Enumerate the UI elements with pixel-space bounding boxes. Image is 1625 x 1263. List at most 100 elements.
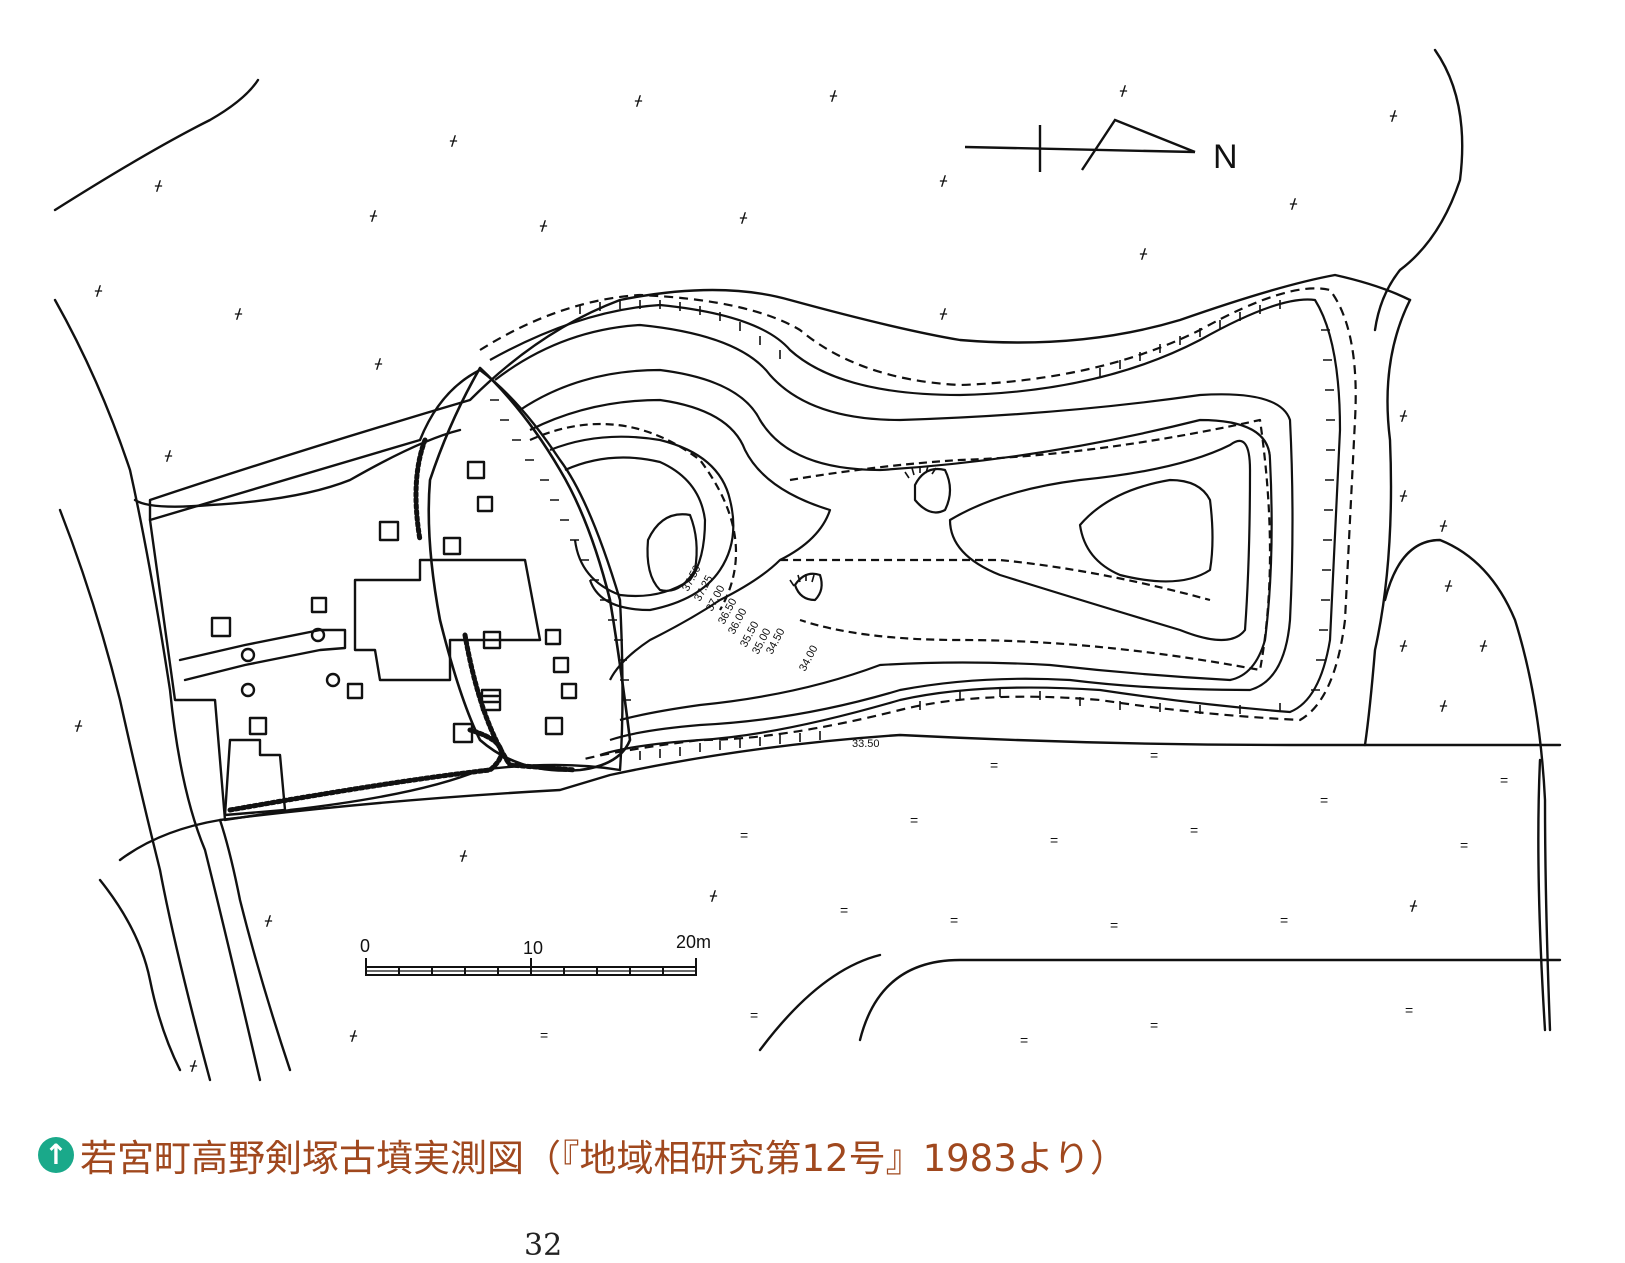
lantern-5	[310, 596, 328, 614]
field-boundary-south	[218, 733, 1562, 822]
svg-text:ᚋ: ᚋ	[349, 1027, 358, 1043]
svg-text:ᚋ: ᚋ	[939, 305, 948, 321]
svg-text:ᚋ: ᚋ	[1389, 107, 1398, 123]
shrine-main-hall	[353, 558, 542, 682]
contour-outer-hachured	[489, 298, 1342, 757]
terrain-line-northwest	[53, 78, 260, 212]
contour-label: 34.00	[797, 643, 821, 673]
svg-text:ᚋ: ᚋ	[374, 355, 383, 371]
svg-text:=: =	[1405, 1002, 1413, 1018]
stone-wall-mound	[462, 632, 578, 773]
svg-text:=: =	[840, 902, 848, 918]
svg-text:ᚋ: ᚋ	[1479, 637, 1488, 653]
svg-text:=: =	[950, 912, 958, 928]
contour-outer-dashed	[479, 287, 1357, 762]
tumulus-northwest-boundary	[148, 273, 1412, 522]
svg-text:ᚋ: ᚋ	[1399, 487, 1408, 503]
contour-dashed-4	[780, 558, 1211, 602]
svg-text:=: =	[740, 827, 748, 843]
post-4	[325, 672, 341, 688]
svg-text:=: =	[1150, 1017, 1158, 1033]
contour-dashed-2	[529, 422, 738, 611]
road-edge-left-inner	[58, 508, 212, 1082]
caption-text: 若宮町高野剣塚古墳実測図（『地域相研究第12号』1983より）	[80, 1137, 1128, 1180]
field-boundary-east	[1363, 298, 1412, 747]
worship-hall	[223, 738, 287, 817]
contour-4	[519, 368, 1273, 722]
lantern-6	[210, 616, 232, 638]
shrine-precinct	[148, 368, 624, 822]
lantern-8	[544, 628, 562, 646]
lantern-3	[378, 520, 400, 542]
contour-3	[494, 323, 1294, 742]
svg-text:=: =	[540, 1027, 548, 1043]
svg-text:ᚋ: ᚋ	[939, 172, 948, 188]
svg-text:=: =	[750, 1007, 758, 1023]
svg-text:=: =	[1500, 772, 1508, 788]
svg-text:ᚋ: ᚋ	[234, 305, 243, 321]
scale-label-20m: 20m	[676, 932, 711, 952]
svg-text:ᚋ: ᚋ	[459, 847, 468, 863]
contour-dashed-3	[789, 418, 1272, 672]
lantern-11	[346, 682, 364, 700]
post-2	[240, 682, 256, 698]
lantern-2	[476, 495, 494, 513]
svg-text:ᚋ: ᚋ	[1444, 577, 1453, 593]
page-number: 32	[524, 1228, 563, 1263]
svg-text:ᚋ: ᚋ	[1119, 82, 1128, 98]
pit-feature	[913, 467, 952, 514]
lantern-13	[544, 716, 564, 736]
svg-text:=: =	[1280, 912, 1288, 928]
svg-text:ᚋ: ᚋ	[1409, 897, 1418, 913]
svg-text:ᚋ: ᚋ	[709, 887, 718, 903]
svg-text:=: =	[1020, 1032, 1028, 1048]
contour-5	[529, 398, 832, 681]
svg-text:ᚋ: ᚋ	[1139, 245, 1148, 261]
svg-text:ᚋ: ᚋ	[1439, 697, 1448, 713]
svg-text:=: =	[1460, 837, 1468, 853]
contour-labels: 37.50 37.25 37.00 36.50 36.00 35.50 35.0…	[680, 563, 879, 750]
svg-text:=: =	[910, 812, 918, 828]
post-3	[310, 627, 326, 643]
field-plot-south-2	[758, 953, 882, 1052]
contour-label: 33.50	[852, 738, 880, 750]
svg-text:ᚋ: ᚋ	[264, 912, 273, 928]
svg-text:=: =	[1050, 832, 1058, 848]
svg-text:ᚋ: ᚋ	[634, 92, 643, 108]
svg-text:=: =	[1190, 822, 1198, 838]
svg-text:ᚋ: ᚋ	[829, 87, 838, 103]
scale-label-0: 0	[360, 936, 370, 956]
svg-text:=: =	[1110, 917, 1118, 933]
svg-text:ᚋ: ᚋ	[1439, 517, 1448, 533]
lantern-4	[442, 536, 462, 556]
scale-label-10: 10	[523, 938, 543, 958]
hachure-marks	[490, 300, 1335, 760]
lantern-9	[552, 656, 570, 674]
svg-text:ᚋ: ᚋ	[164, 447, 173, 463]
road-edge-left	[53, 298, 262, 1082]
svg-text:=: =	[1150, 747, 1158, 763]
lantern-12	[248, 716, 268, 736]
contour-summit-west	[646, 513, 698, 592]
field-plot-east	[1383, 538, 1552, 1032]
road-lower-curve	[118, 818, 292, 1072]
contour-7	[564, 456, 707, 598]
svg-text:ᚋ: ᚋ	[1399, 407, 1408, 423]
svg-text:=: =	[990, 757, 998, 773]
terrain-line-northeast	[1373, 48, 1464, 332]
approach-path	[178, 628, 347, 682]
contour-top-east-inner	[1078, 478, 1214, 583]
mound-platform	[427, 366, 632, 772]
lantern-1	[466, 460, 486, 480]
post-1	[240, 647, 256, 663]
road-lower-left	[98, 878, 182, 1072]
arrow-up-circle-icon: ↑	[38, 1137, 74, 1173]
svg-text:ᚋ: ᚋ	[1289, 195, 1298, 211]
lantern-10	[560, 682, 578, 700]
svg-text:ᚋ: ᚋ	[449, 132, 458, 148]
east-boundary-line	[1537, 758, 1547, 1032]
figure-caption: ↑ 若宮町高野剣塚古墳実測図（『地域相研究第12号』1983より）	[38, 1128, 1127, 1182]
svg-text:ᚋ: ᚋ	[739, 209, 748, 225]
svg-text:ᚋ: ᚋ	[539, 217, 548, 233]
